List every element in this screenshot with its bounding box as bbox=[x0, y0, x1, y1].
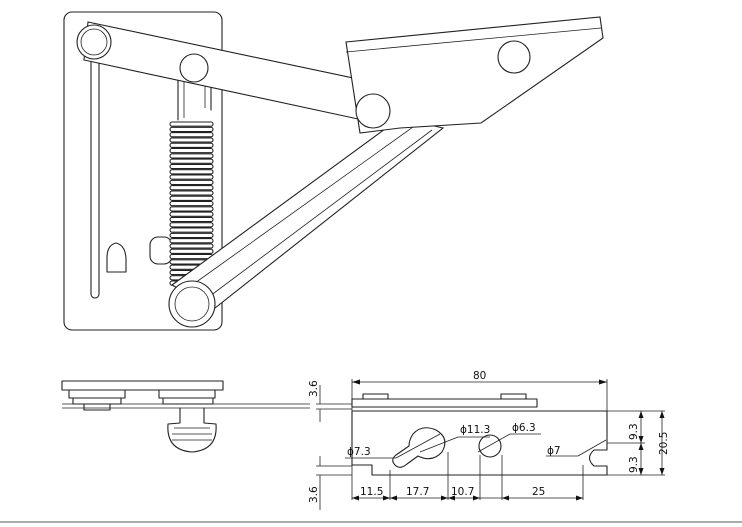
dim-half-height-lower: 9.3 bbox=[628, 456, 640, 473]
spring-coil-turn bbox=[169, 179, 214, 186]
plate-outline bbox=[351, 410, 608, 476]
pivot-top-left bbox=[76, 24, 112, 60]
spring-coil-turn bbox=[169, 195, 214, 201]
spring-coil-turn bbox=[169, 222, 214, 228]
keyhole bbox=[392, 427, 446, 468]
spring-coil-turn bbox=[169, 232, 214, 239]
spring-coil-turn bbox=[169, 216, 214, 223]
coil-spring bbox=[169, 121, 214, 286]
spring-coil-turn bbox=[169, 163, 214, 170]
dim-keyhole-small: ϕ7.3 bbox=[347, 446, 371, 458]
dim-total-height: 20.5 bbox=[658, 432, 670, 455]
small-slot bbox=[149, 236, 173, 265]
spring-coil-turn bbox=[169, 142, 214, 148]
spring-coil-turn bbox=[169, 153, 214, 159]
spring-coil-turn bbox=[169, 121, 214, 127]
dim-bottom-thickness: 3.6 bbox=[308, 486, 320, 503]
spring-coil-turn bbox=[169, 137, 214, 143]
hinge-end-view bbox=[61, 380, 310, 453]
spring-coil-turn bbox=[169, 227, 214, 233]
bullet-cutout bbox=[106, 242, 127, 273]
spring-coil-turn bbox=[169, 248, 214, 254]
dim-span-1: 11.5 bbox=[360, 486, 383, 498]
spring-coil-turn bbox=[169, 185, 214, 191]
guide-slot bbox=[90, 49, 100, 299]
dim-half-height-upper: 9.3 bbox=[628, 423, 640, 440]
dim-slot: ϕ7 bbox=[547, 445, 561, 457]
pivot-spring-top bbox=[179, 53, 209, 83]
dim-top-thickness: 3.6 bbox=[308, 380, 320, 397]
pivot-bracket-upper bbox=[497, 40, 531, 74]
upper-link-arm bbox=[83, 21, 373, 123]
dim-span-2: 17.7 bbox=[406, 486, 429, 498]
pivot-bracket-lower bbox=[355, 93, 391, 129]
spring-coil-turn bbox=[169, 147, 214, 154]
spring-coil-turn bbox=[169, 253, 214, 260]
spring-coil-turn bbox=[169, 169, 214, 175]
spring-coil-turn bbox=[169, 206, 214, 212]
spring-coil-turn bbox=[169, 200, 214, 207]
dim-keyhole-large: ϕ11.3 bbox=[460, 424, 490, 436]
spring-coil-turn bbox=[169, 126, 214, 133]
dim-span-4: 25 bbox=[532, 486, 545, 498]
round-hole bbox=[478, 434, 502, 458]
spring-coil-turn bbox=[169, 190, 214, 196]
spring-coil-turn bbox=[169, 158, 214, 164]
base-plate bbox=[63, 11, 223, 331]
dim-overall-length: 80 bbox=[473, 370, 486, 382]
hinge-side-view bbox=[63, 11, 604, 331]
spring-coil-turn bbox=[169, 174, 214, 180]
plate-top-view bbox=[316, 379, 665, 510]
pivot-bottom bbox=[168, 280, 216, 328]
dim-round-hole: ϕ6.3 bbox=[512, 422, 536, 434]
spring-coil-turn bbox=[169, 238, 214, 244]
spring-coil-turn bbox=[169, 132, 214, 138]
dim-span-3: 10.7 bbox=[451, 486, 474, 498]
spring-coil-turn bbox=[169, 211, 214, 217]
spring-coil-turn bbox=[169, 243, 214, 249]
